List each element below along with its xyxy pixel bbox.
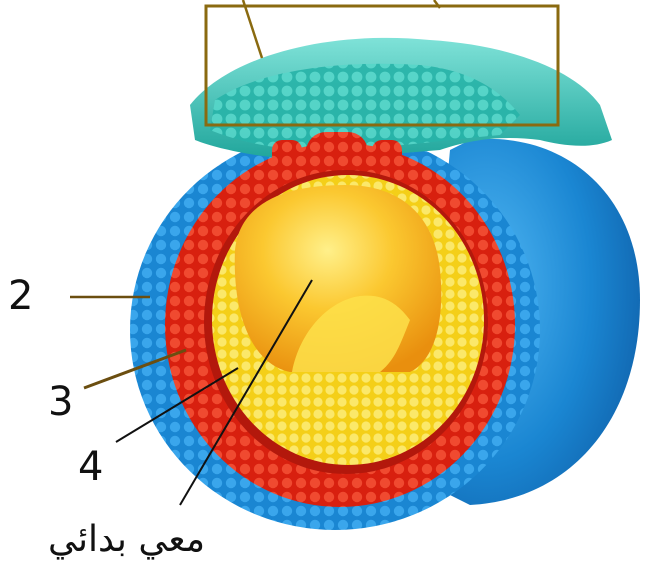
label-2: 2 [8,276,33,316]
label-primitive-gut: معي بدائي [48,522,205,558]
label-4: 4 [78,447,103,487]
box-pointer-left [243,0,262,58]
somite-left [272,140,302,184]
label-3: 3 [48,382,73,422]
